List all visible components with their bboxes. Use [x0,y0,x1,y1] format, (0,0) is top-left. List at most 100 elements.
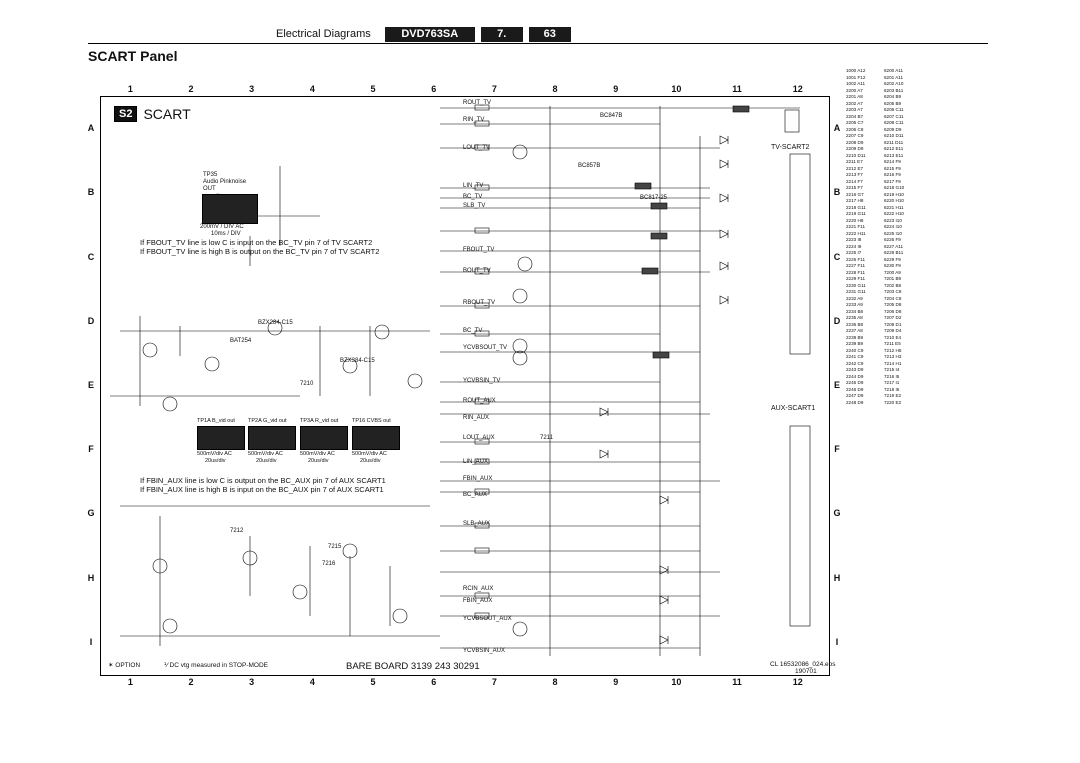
row-label: B [87,187,95,198]
dc-label: DC vtg measured in STOP-MODE [169,662,269,669]
note-fbin-low: If FBIN_AUX line is low C is output on t… [140,476,386,485]
scope-scale-t: 20us/div [308,458,329,464]
index-ref: 2214 F7 [846,178,863,184]
signal-label: FBOUT_TV [463,247,495,253]
scope-scale-t: 20us/div [205,458,226,464]
note-fbin-high: If FBIN_AUX line is high B is input on t… [140,485,384,494]
index-ref: 6225 I10 [884,230,902,236]
index-ref: 2247 D9 [846,393,864,398]
signal-label: SLB_TV [463,203,486,209]
row-label: H [87,572,95,583]
signal-label: RCIN_AUX [463,586,494,592]
index-ref: 2242 C9 [846,360,864,366]
column-label: 5 [370,84,376,94]
chapter-badge: 7. [480,26,523,42]
index-ref: 2201 A8 [846,94,863,99]
column-label: 3 [249,677,255,687]
index-ref: 2241 C9 [846,354,864,359]
index-ref: 2209 D9 [846,146,864,151]
sheet-badge: S2 SCART [114,106,191,122]
index-ref: 2213 F7 [846,172,863,177]
scope-scale-v: 500mV/div AC [352,451,387,457]
scope-scale-v: 500mV/div AC [300,451,335,457]
index-ref: 2204 B7 [846,113,864,119]
signal-label: RIN_AUX [463,415,490,421]
scope-label: TP1A B_vid out [197,418,235,424]
column-label: 7 [491,677,497,687]
column-label: 10 [671,677,682,687]
index-ref: 2208 D9 [846,139,864,145]
index-ref: 6215 F9 [884,165,901,171]
index-ref: 2200 A7 [846,87,863,93]
index-ref: 2243 D9 [846,367,864,372]
index-ref: 6230 F9 [884,263,901,268]
index-ref: 6203 B11 [884,87,904,93]
signal-label: LOUT_AUX [463,435,495,441]
index-ref: 2218 G11 [846,204,866,210]
row-label: B [833,187,841,198]
row-label: A [87,123,95,134]
index-ref: 7218 I5 [884,386,900,392]
column-label: 6 [431,677,437,687]
index-ref: 2202 A7 [846,100,863,106]
column-label: 8 [552,84,558,94]
column-label: 12 [792,84,803,94]
signal-label: BC_AUX [463,492,488,498]
index-ref: 2226 F11 [846,256,866,262]
index-ref: 6218 G10 [884,185,905,190]
index-ref: 2234 B8 [846,308,864,314]
index-ref: 2206 C8 [846,126,864,132]
scope-label: TP2A G_vid out [248,418,287,424]
index-row: 2200 A7 6203 B11 [846,88,922,95]
row-label: C [87,251,95,262]
scope-image [248,426,296,450]
component-label: BZX284-C15 [258,320,293,326]
column-label: 6 [431,84,437,94]
tp35-scope-image [202,194,258,224]
bare-board-label: BARE BOARD 3139 243 30291 [346,661,480,672]
note-fboutv-high: If FBOUT_TV line is high B is output on … [140,247,380,256]
schematic-frame [100,96,830,676]
index-ref: 2227 F11 [846,263,866,268]
signal-label: YCVBSIN_AUX [463,648,506,654]
index-ref: 2223 I8 [846,237,862,242]
index-ref: 7217 I1 [884,380,900,385]
column-label: 9 [613,84,619,94]
component-label: BC817-25 [640,195,668,201]
column-label: 2 [188,677,194,687]
index-ref: 6216 F9 [884,172,901,177]
index-ref: 7200 A9 [884,269,901,275]
column-label: 12 [792,677,803,687]
footer-dc: ⅟ DC vtg measured in STOP-MODE [164,662,269,669]
index-row: 2227 F11 6230 F9 [846,263,922,270]
scope-image [300,426,348,450]
note-fboutv-low: If FBOUT_TV line is low C is input on th… [140,238,373,247]
header-rule [88,43,988,44]
column-label: 8 [552,677,558,687]
tp35-scale1: 200mV / DIV AC [200,224,244,230]
